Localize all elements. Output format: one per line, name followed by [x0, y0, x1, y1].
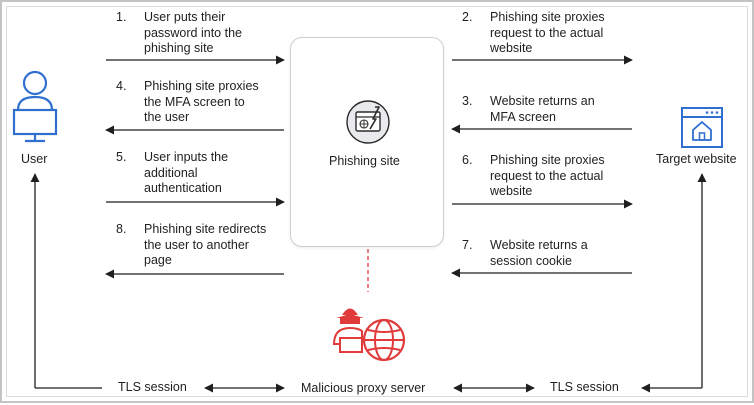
target-website-label: Target website	[656, 152, 737, 166]
user-icon	[12, 70, 58, 143]
step-number: 8.	[116, 222, 127, 236]
step-number: 5.	[116, 150, 127, 164]
step-number: 2.	[462, 10, 473, 24]
phishing-site-label: Phishing site	[329, 154, 400, 168]
step-text: Phishing site proxies request to the act…	[490, 10, 605, 55]
phishing-site-icon	[346, 100, 390, 144]
step-text: Phishing site proxies request to the act…	[490, 153, 605, 198]
user-label: User	[21, 152, 48, 166]
inner-border	[6, 6, 748, 397]
hacker-globe-icon	[332, 308, 406, 362]
step-number: 4.	[116, 79, 127, 93]
step-text: User inputs the additional authenticatio…	[144, 150, 229, 195]
tls-session-right-label: TLS session	[550, 380, 619, 394]
proxy-server-label: Malicious proxy server	[301, 381, 426, 395]
step-number: 7.	[462, 238, 473, 252]
step-text: Phishing site redirects the user to anot…	[144, 222, 267, 267]
step-number: 1.	[116, 10, 127, 24]
step-number: 3.	[462, 94, 473, 108]
step-text: Phishing site proxies the MFA screen to …	[144, 79, 259, 124]
step-number: 6.	[462, 153, 473, 167]
tls-session-left-label: TLS session	[118, 380, 187, 394]
target-website-icon	[681, 107, 723, 148]
step-text: User puts their password into the phishi…	[144, 10, 242, 55]
step-text: Website returns an MFA screen	[490, 94, 595, 124]
step-text: Website returns a session cookie	[490, 238, 588, 268]
